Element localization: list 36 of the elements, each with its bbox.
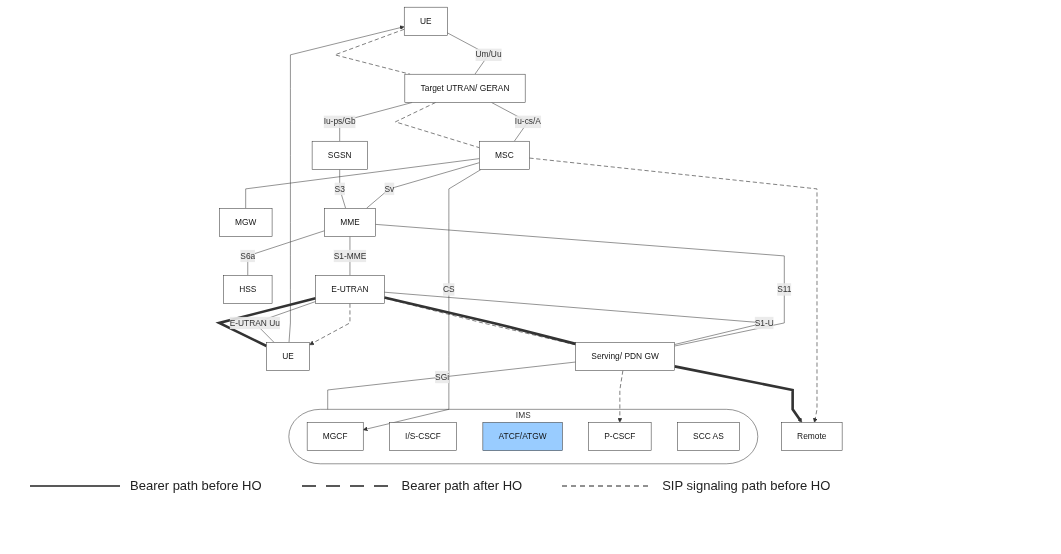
edge-label: E-UTRAN Uu — [229, 317, 280, 327]
edge-label: CS — [442, 284, 455, 294]
legend-text: Bearer path after HO — [401, 478, 523, 493]
connector — [327, 361, 576, 410]
node-box: P-CSCF — [588, 421, 652, 451]
connector — [394, 101, 480, 148]
node-box: Remote — [780, 421, 843, 451]
node-box: ATCF/ATGW — [482, 421, 563, 451]
edge-label: Um/Uu — [475, 49, 502, 59]
node-box: MGCF — [306, 421, 364, 451]
edge-label: S1-MME — [333, 250, 367, 260]
legend-text: SIP signaling path before HO — [662, 478, 831, 493]
node-box: MGW — [218, 207, 273, 237]
node-box: HSS — [223, 274, 273, 304]
edge-label: S11 — [776, 284, 792, 294]
edge-label: S3 — [334, 183, 345, 193]
node-box: SCC AS — [676, 421, 740, 451]
node-box: UE — [403, 6, 448, 36]
node-box: Serving/ PDN GW — [575, 341, 675, 371]
connector — [375, 223, 785, 346]
connector — [247, 230, 325, 276]
node-box: SGSN — [311, 140, 368, 170]
node-box: Target UTRAN/ GERAN — [404, 73, 526, 103]
edge-label: SGi — [434, 371, 449, 381]
node-box: E-UTRAN — [315, 274, 385, 304]
edge-label: Iu-ps/Gb — [323, 116, 356, 126]
edge-label: Iu-cs/A — [514, 116, 541, 126]
arrow — [674, 364, 802, 423]
edge-label: S1-U — [754, 317, 774, 327]
edge-label: S6a — [240, 250, 256, 260]
node-box: UE — [266, 341, 310, 371]
node-box: MME — [324, 207, 376, 237]
edge-label: Sv — [384, 183, 395, 193]
legend-text: Bearer path before HO — [130, 478, 262, 493]
node-box: I/S-CSCF — [389, 421, 457, 451]
node-box: MSC — [478, 140, 530, 170]
